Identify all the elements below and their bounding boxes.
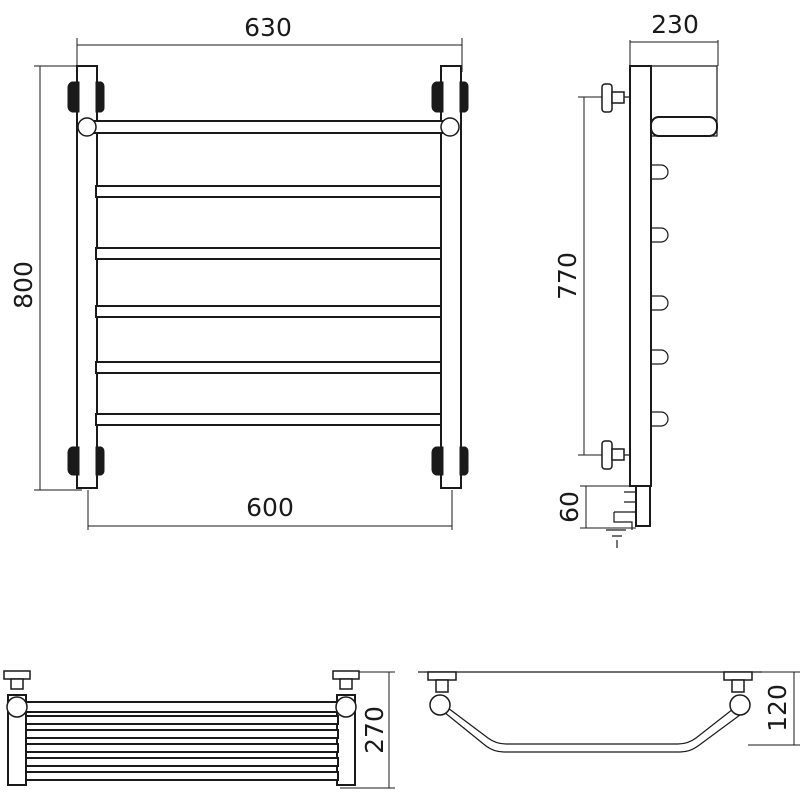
dim-770: 770 [553,96,620,456]
side-rung-ends [651,164,669,427]
top-rail [89,120,451,134]
dim-label-230: 230 [651,10,699,39]
profile-rail-outer [439,701,743,745]
dim-label-600: 600 [246,493,294,522]
dim-800: 800 [9,65,82,491]
top-left-frame [7,694,27,786]
side-connection [606,485,651,548]
top-rail-left-cap [77,117,97,137]
right-upright [440,65,462,489]
profile-mounts [427,671,753,693]
profile-right-ball [729,694,751,716]
dim-label-60: 60 [555,491,584,523]
side-mounts [601,83,630,470]
side-shelf-lip [650,116,718,137]
profile-rail-inner [443,711,745,753]
profile-left-ball [429,694,451,716]
dim-label-270: 270 [360,706,389,754]
rungs [95,185,442,426]
dim-label-770: 770 [553,252,582,300]
top-rail-right-cap [440,117,460,137]
profile-view: 120 [418,671,800,753]
wall-mounts [67,81,469,476]
rung [95,185,442,198]
rung [95,305,442,318]
rung [95,361,442,374]
dim-label-120: 120 [763,684,792,732]
top-view: 270 [3,670,395,789]
dim-270: 270 [340,671,395,789]
dim-120: 120 [748,671,800,746]
rung [95,413,442,426]
top-right-ball [335,696,357,718]
dim-630: 630 [76,13,463,72]
side-view: 230 770 60 [553,10,719,548]
dim-label-630: 630 [244,13,292,42]
rung [95,247,442,260]
front-view: 630 800 600 [9,13,469,530]
top-rails [19,701,343,781]
dim-60: 60 [555,485,636,529]
side-upright [629,65,652,487]
top-left-ball [6,696,28,718]
top-mounts [3,670,360,690]
dim-230: 230 [629,10,719,66]
dim-600: 600 [87,490,453,530]
dim-label-800: 800 [9,261,38,309]
top-right-frame [336,694,356,786]
left-upright [76,65,98,489]
